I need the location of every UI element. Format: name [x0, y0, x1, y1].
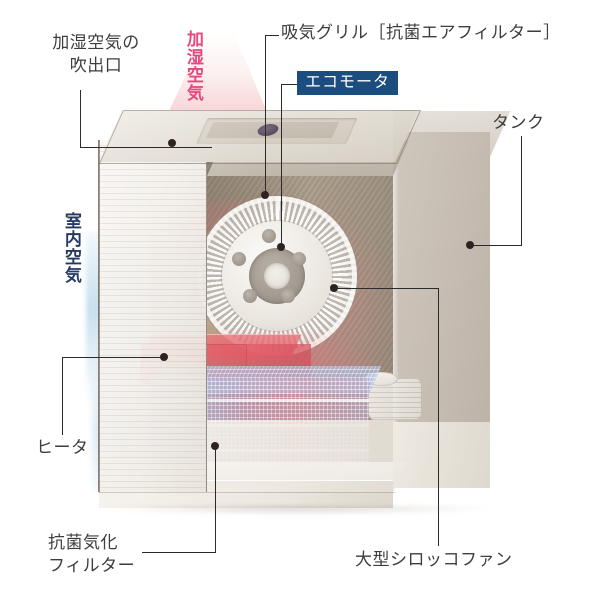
leader-outlet-horizontal — [80, 147, 212, 149]
callout-tank-label: タンク — [492, 113, 545, 132]
callout-dot-tank — [466, 241, 474, 249]
callout-heater-label: ヒータ — [36, 438, 89, 457]
leader-filter-horizontal — [142, 552, 216, 554]
leader-grille-tick — [265, 35, 279, 37]
hub-bolt-hole — [281, 289, 295, 303]
leader-fan-horizontal — [334, 288, 439, 290]
front-louvre-ribs — [99, 140, 207, 492]
callout-dot-sirocco-fan — [330, 284, 338, 292]
callout-room-air-label: 室内空気 — [61, 212, 81, 284]
leader-outlet-vertical — [80, 90, 82, 148]
ground-shadow — [104, 506, 492, 515]
leader-motor-tick — [281, 84, 297, 86]
leader-tank-horizontal — [472, 245, 522, 247]
leader-grille-vertical — [265, 35, 267, 195]
hub-bolt-hole — [243, 289, 257, 303]
hub-bolt-hole — [292, 252, 306, 266]
base-right-face — [393, 422, 490, 488]
callout-outlet-label: 加湿空気の 吹出口 — [52, 33, 140, 75]
leader-heater-horizontal — [62, 357, 164, 359]
callout-dot-evap-filter — [211, 442, 219, 450]
callout-dot-grille — [261, 191, 269, 199]
tank-highlight — [393, 132, 399, 422]
callout-sirocco-fan-label: 大型シロッコファン — [355, 550, 513, 569]
callout-intake-grille-label: 吸気グリル［抗菌エアフィルター］ — [281, 23, 561, 42]
motor-shaft-hole — [264, 263, 290, 289]
hub-bolt-hole — [262, 229, 276, 243]
housing-left-edge — [98, 140, 100, 492]
leader-motor-vertical — [281, 84, 283, 247]
leader-tank-vertical — [521, 136, 523, 246]
tank-front-face — [393, 132, 490, 422]
leader-filter-vertical — [215, 446, 217, 553]
callout-eco-motor-label: エコモータ — [297, 71, 399, 96]
leader-fan-vertical — [438, 288, 440, 546]
callout-dot-heater — [160, 353, 168, 361]
front-housing — [99, 140, 207, 492]
inner-tray — [207, 420, 393, 466]
callout-dot-outlet — [168, 139, 176, 147]
hub-bolt-hole — [232, 252, 246, 266]
callout-evap-filter-label: 抗菌気化 フィルター — [48, 533, 136, 575]
callout-humid-air-label: 加湿空気 — [183, 30, 203, 102]
callout-dot-eco-motor — [277, 243, 285, 251]
leader-heater-vertical — [62, 357, 64, 435]
housing-right-edge — [206, 140, 208, 492]
